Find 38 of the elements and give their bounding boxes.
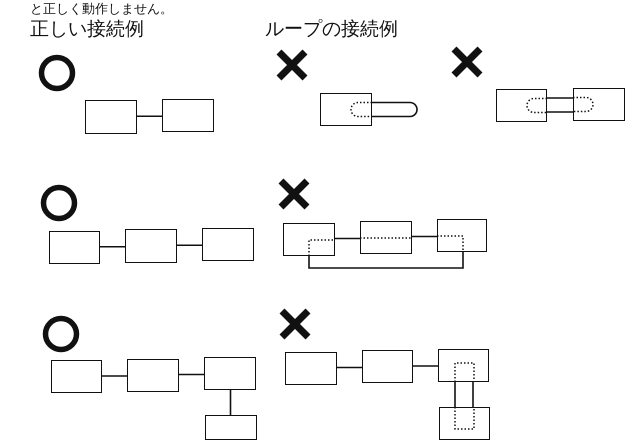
device-box	[85, 100, 137, 134]
cable-line	[454, 382, 456, 407]
cable-line	[337, 366, 362, 368]
status-note: と正しく動作しません。	[30, 1, 173, 18]
device-box	[360, 221, 412, 254]
device-box	[285, 352, 337, 385]
cable-line	[177, 244, 202, 246]
device-box	[49, 231, 100, 264]
section-heading: 正しい接続例	[30, 17, 144, 42]
device-box	[438, 349, 489, 382]
device-box	[204, 357, 256, 390]
device-box	[496, 89, 547, 122]
device-box	[51, 360, 102, 393]
device-box	[573, 88, 625, 121]
device-box	[362, 350, 413, 383]
device-box	[202, 228, 254, 261]
cable-line	[179, 374, 204, 376]
device-box	[283, 223, 335, 256]
cable-line	[547, 97, 573, 99]
section-heading: ループの接続例	[265, 17, 398, 42]
device-box	[125, 229, 177, 263]
device-box	[162, 99, 214, 132]
cable-line	[308, 252, 464, 269]
cable-line	[413, 365, 438, 367]
cable-line	[412, 236, 437, 238]
device-box	[205, 415, 257, 440]
cable-line	[547, 111, 573, 113]
device-box	[127, 359, 179, 392]
device-box	[320, 93, 372, 126]
cable-line	[335, 238, 360, 240]
cable-line	[102, 375, 127, 377]
cable-line	[472, 382, 474, 407]
cable-line	[100, 246, 125, 248]
cable-line	[137, 115, 162, 118]
device-box	[439, 407, 490, 440]
cable-line	[230, 390, 232, 415]
device-box	[437, 219, 487, 252]
cable-line	[372, 102, 418, 118]
